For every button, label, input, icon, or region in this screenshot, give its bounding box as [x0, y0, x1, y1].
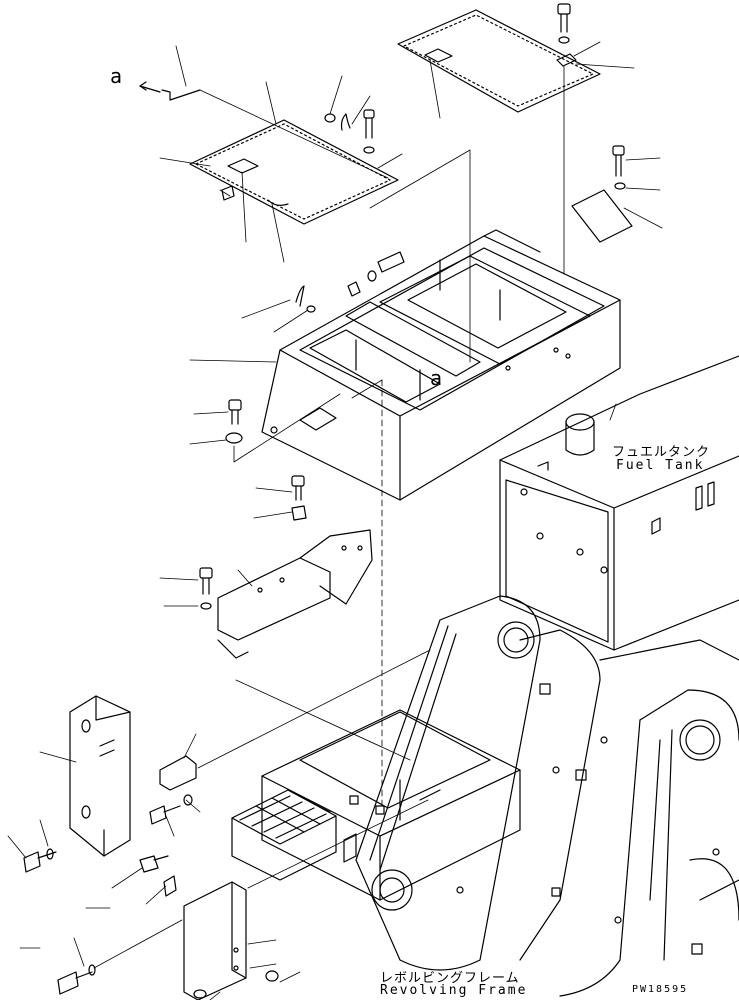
bolt-top-right	[556, 3, 577, 67]
fuel-tank	[499, 355, 739, 651]
rod-a	[139, 81, 201, 101]
main-box	[261, 229, 621, 501]
bolt-nut-assembly	[295, 251, 405, 313]
drawing-code: PW18595	[632, 984, 689, 995]
bottom-bracket	[57, 855, 279, 1000]
fuel-tank-label-en: Fuel Tank	[616, 458, 705, 473]
revolving-frame-label-en: Revolving Frame	[380, 983, 528, 998]
reference-marker-a-top: a	[110, 64, 123, 88]
revolving-frame	[231, 595, 739, 997]
right-bracket	[571, 145, 633, 243]
small-parts-top	[221, 109, 375, 201]
top-left-cover	[189, 119, 399, 225]
leader-lines	[7, 41, 663, 1000]
top-right-cover	[397, 9, 601, 113]
revolving-frame-label-jp: レボルビングフレーム	[380, 971, 520, 986]
reference-marker-a-mid: a	[430, 366, 443, 390]
left-plate	[23, 695, 197, 873]
fuel-tank-label-jp: フュエルタンク	[612, 445, 711, 460]
middle-bracket	[199, 399, 373, 659]
